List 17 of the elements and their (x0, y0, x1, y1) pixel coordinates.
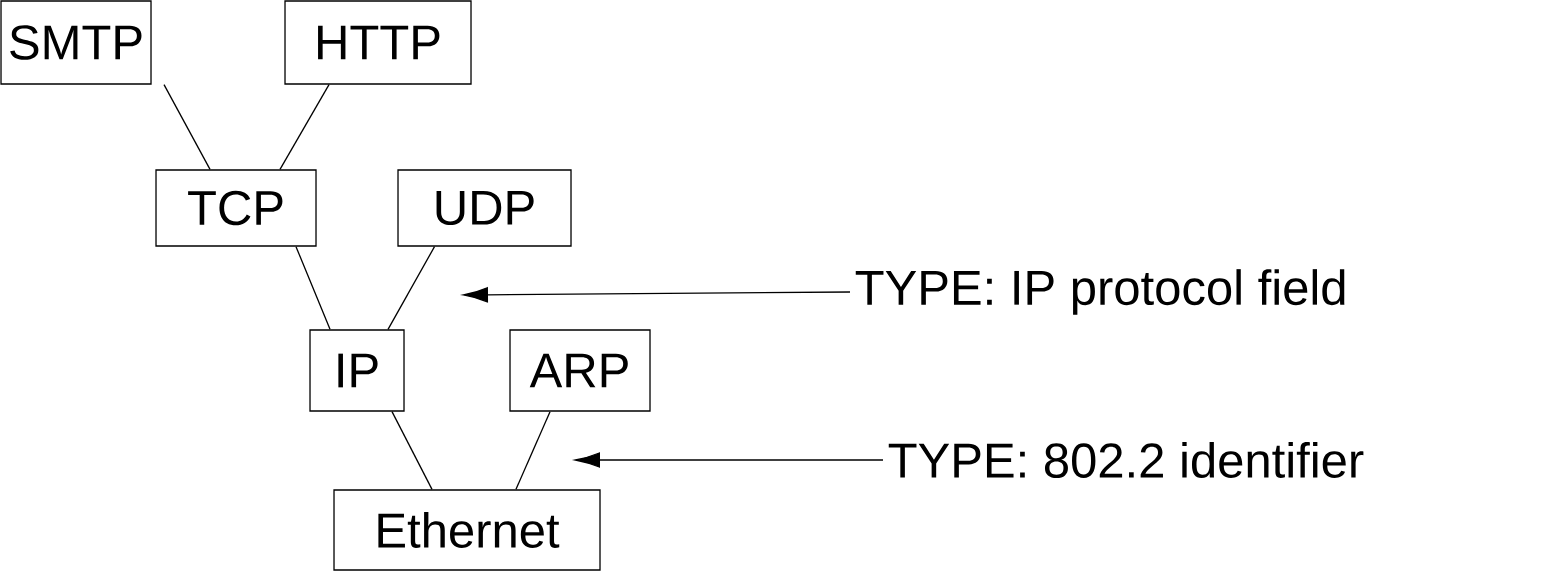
protocol-box: UDP (397, 169, 572, 247)
connector-line (279, 84, 330, 170)
protocol-box: SMTP (0, 0, 152, 85)
protocol-box: HTTP (284, 0, 472, 85)
connector-line (391, 411, 433, 490)
connector-line (515, 411, 551, 490)
protocol-box: Ethernet (333, 489, 601, 571)
arrow (574, 452, 884, 468)
protocol-box: TCP (155, 169, 317, 247)
protocol-box: ARP (509, 329, 651, 412)
annotation-text: TYPE: 802.2 identifier (888, 442, 1364, 478)
connector-line (295, 246, 331, 330)
annotation-text: TYPE: IP protocol field (855, 269, 1345, 315)
connector-line (163, 84, 211, 170)
connector-line (387, 246, 436, 330)
arrow (462, 287, 851, 303)
protocol-box: IP (309, 329, 405, 412)
